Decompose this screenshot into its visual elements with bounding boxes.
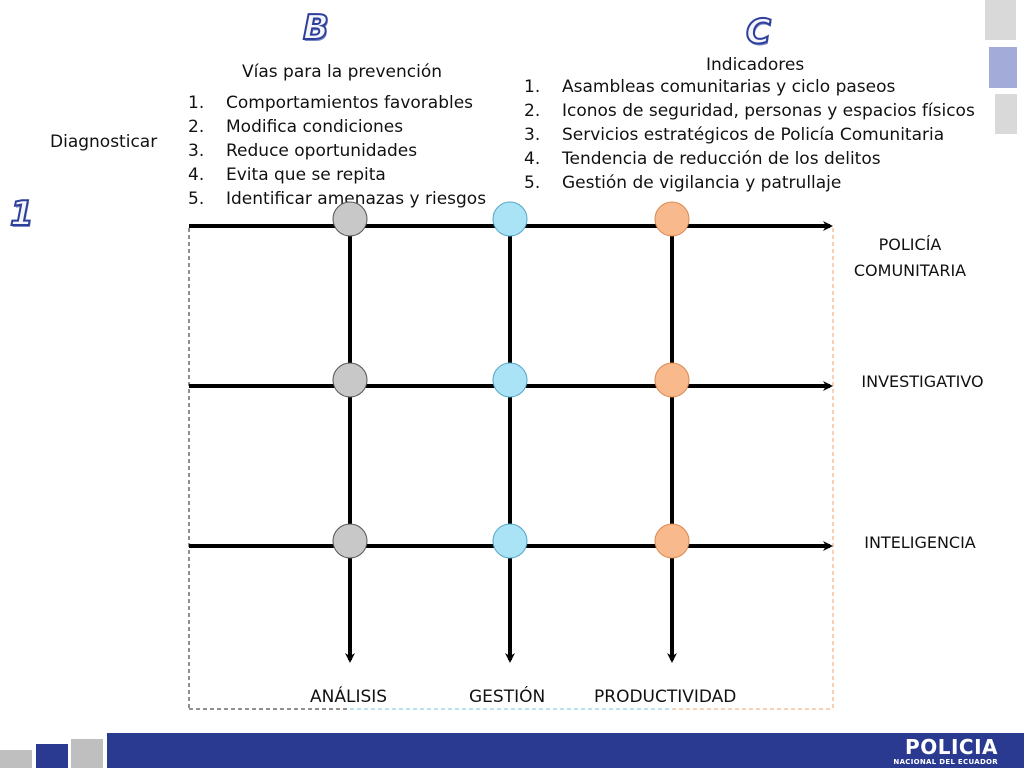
section-c-item: 2.Iconos de seguridad, personas y espaci… <box>524 101 975 121</box>
section-c-item: 1.Asambleas comunitarias y ciclo paseos <box>524 77 896 97</box>
marker-b: B <box>302 7 330 49</box>
footer-square-blue <box>36 744 68 768</box>
section-b-item: 1.Comportamientos favorables <box>188 93 474 113</box>
node-analisis-row3 <box>332 523 368 559</box>
section-b-item: 4.Evita que se repita <box>188 165 386 185</box>
marker-c: C <box>745 11 772 53</box>
footer-logo: POLICIA NACIONAL DEL ECUADOR <box>893 736 998 767</box>
node-productividad-row2 <box>654 362 690 398</box>
diagnosticar-label: Diagnosticar <box>50 132 158 152</box>
section-c-item: 3.Servicios estratégicos de Policía Comu… <box>524 125 945 145</box>
section-b-item: 3.Reduce oportunidades <box>188 141 418 161</box>
deco-square-low <box>995 94 1017 134</box>
section-b-item: 5.Identificar amenazas y riesgos <box>188 189 487 209</box>
node-gestion-row2 <box>492 362 528 398</box>
deco-square-top <box>985 0 1016 40</box>
node-analisis-row2 <box>332 362 368 398</box>
footer-square-gray-left <box>0 750 32 768</box>
node-productividad-row1 <box>654 201 690 237</box>
row-label-policia-comunitaria: POLICÍA COMUNITARIA <box>853 235 967 280</box>
section-c-list: 1.Asambleas comunitarias y ciclo paseos … <box>524 75 975 195</box>
col-label-productividad: PRODUCTIVIDAD <box>594 687 737 707</box>
section-c-item: 5.Gestión de vigilancia y patrullaje <box>524 173 842 193</box>
node-gestion-row1 <box>492 201 528 237</box>
section-b-title: Vías para la prevención <box>242 62 442 82</box>
section-b-item: 2.Modifica condiciones <box>188 117 404 137</box>
footer-square-gray-right <box>71 739 103 768</box>
footer-bar <box>107 733 1024 768</box>
node-gestion-row3 <box>492 523 528 559</box>
footer-logo-sub: NACIONAL DEL ECUADOR <box>893 758 998 766</box>
node-productividad-row3 <box>654 523 690 559</box>
footer-logo-main: POLICIA <box>905 735 998 759</box>
section-b-list: 1.Comportamientos favorables 2.Modifica … <box>188 91 486 211</box>
node-analisis-row1 <box>332 201 368 237</box>
col-label-gestion: GESTIÓN <box>469 687 546 707</box>
section-c-item: 4.Tendencia de reducción de los delitos <box>524 149 881 169</box>
deco-square-mid <box>989 47 1017 88</box>
col-label-analisis: ANÁLISIS <box>310 687 388 707</box>
section-c-title: Indicadores <box>706 55 805 75</box>
row-label-investigativo: INVESTIGATIVO <box>861 372 984 391</box>
marker-one: 1 <box>9 193 35 235</box>
row-label-inteligencia: INTELIGENCIA <box>864 533 976 552</box>
